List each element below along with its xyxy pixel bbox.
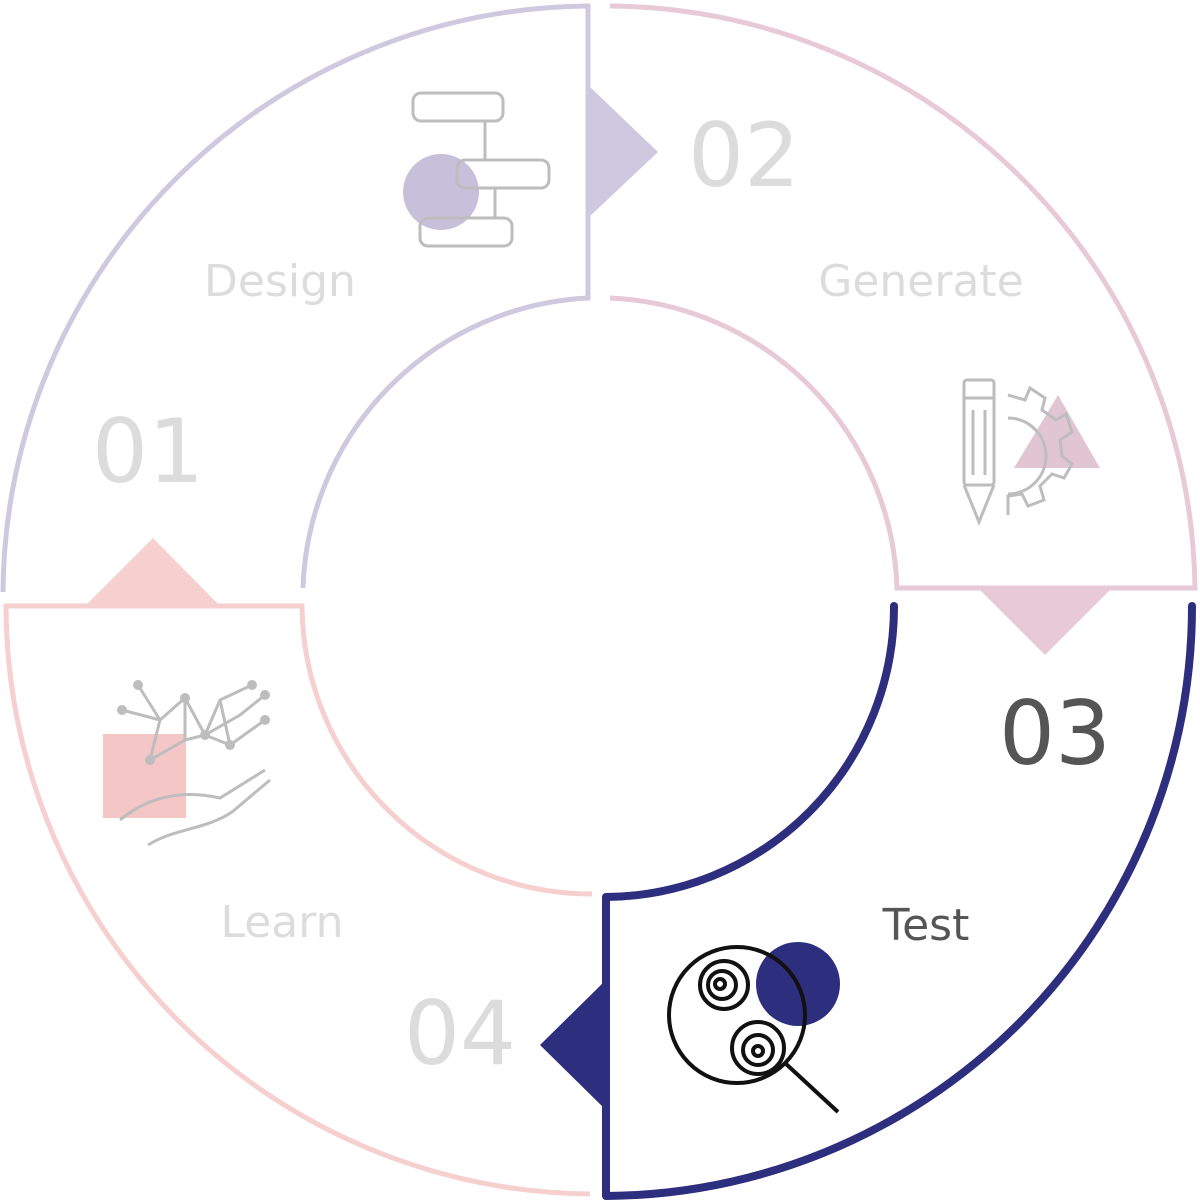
segment-test-outline xyxy=(602,602,1196,1200)
segment-design-outline xyxy=(0,3,591,593)
learn-arrow-icon xyxy=(85,538,220,606)
segment-generate[interactable]: Generate 02 xyxy=(609,3,1198,655)
petri-dish-magnifier-icon xyxy=(667,942,840,1114)
generate-label: Generate xyxy=(818,256,1024,307)
test-number: 03 xyxy=(999,682,1111,785)
test-arrow-icon xyxy=(540,980,606,1110)
segment-learn[interactable]: Learn 04 xyxy=(3,538,593,1197)
segment-generate-outline xyxy=(609,3,1198,591)
design-label: Design xyxy=(204,256,356,307)
learn-number: 04 xyxy=(404,982,516,1085)
flowchart-icon xyxy=(403,91,551,248)
generate-number: 02 xyxy=(688,104,800,207)
generate-arrow-icon xyxy=(978,588,1112,655)
design-arrow-icon xyxy=(588,85,658,218)
network-hand-icon xyxy=(103,680,271,847)
learn-label: Learn xyxy=(221,897,344,948)
segment-design[interactable]: Design 01 xyxy=(0,3,658,593)
design-number: 01 xyxy=(92,400,204,503)
segment-test[interactable]: Test 03 xyxy=(540,602,1196,1200)
test-label: Test xyxy=(882,900,970,951)
segment-learn-outline xyxy=(3,603,593,1197)
pencil-gear-icon xyxy=(962,378,1100,526)
